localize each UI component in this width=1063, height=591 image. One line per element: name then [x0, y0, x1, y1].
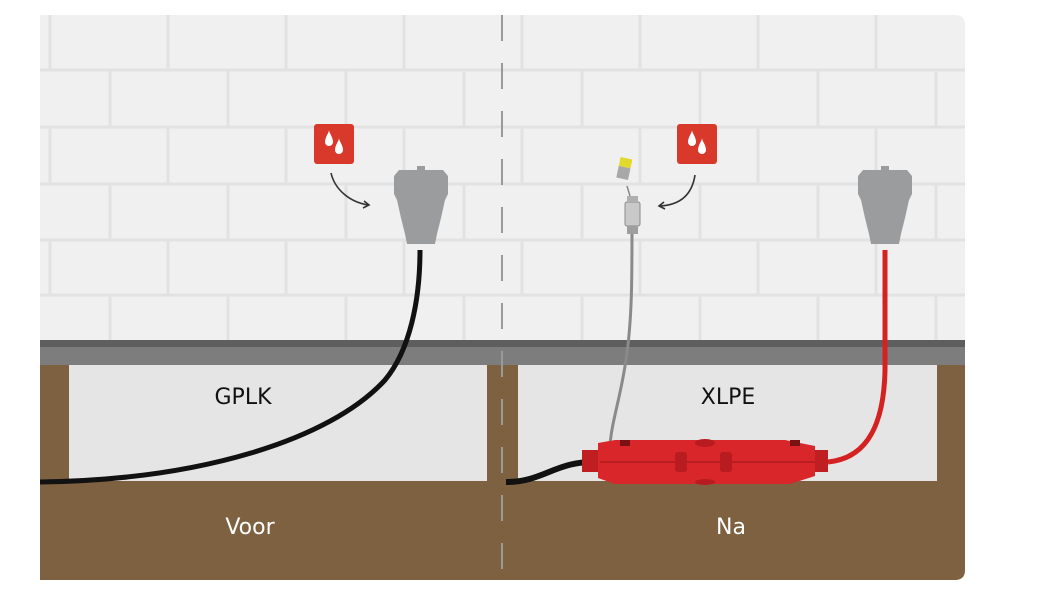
panel-after — [505, 124, 912, 485]
joint-sleeve — [582, 439, 828, 485]
valve-tube — [608, 227, 634, 446]
panel-before — [39, 124, 448, 485]
moisture-badge-background — [314, 124, 354, 164]
moisture-warning-badge-after — [677, 124, 717, 164]
arrow-head-icon — [657, 201, 666, 210]
cable-type-label-before: GPLK — [215, 385, 273, 410]
moisture-warning-badge-before — [314, 124, 354, 164]
black-cable — [39, 249, 423, 485]
curved-arrow-icon — [330, 172, 369, 206]
curved-arrow-icon — [659, 174, 696, 207]
valve-with-cap — [616, 157, 641, 234]
state-label-after: Na — [716, 515, 746, 540]
moisture-badge-background — [677, 124, 717, 164]
arrow-head-icon — [362, 200, 371, 209]
shelf-edge — [40, 340, 965, 347]
cable-type-label-after: XLPE — [701, 385, 756, 410]
trench-before — [69, 365, 487, 481]
red-cable — [827, 250, 888, 465]
state-label-before: Voor — [225, 515, 275, 540]
